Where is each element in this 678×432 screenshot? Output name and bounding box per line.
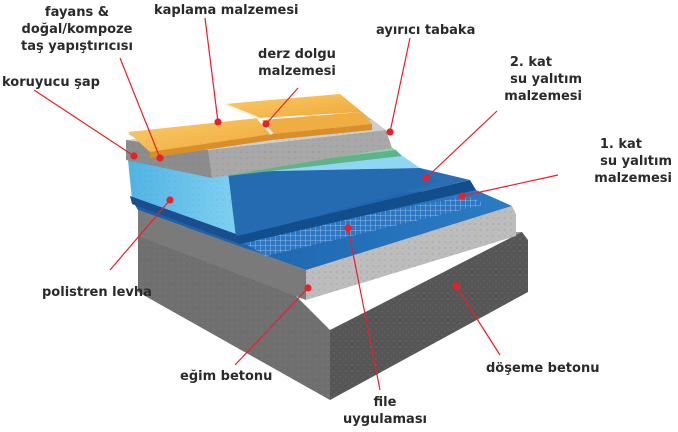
label-koruyucu: koruyucu şap	[2, 75, 100, 90]
label-kat1-line2: su yalıtım	[600, 154, 672, 169]
label-kat1-line3: malzemesi	[594, 171, 672, 186]
label-file-line2: uygulaması	[342, 412, 428, 427]
label-file: file uygulaması	[340, 394, 430, 428]
label-doseme: döşeme betonu	[486, 361, 600, 376]
label-fayans-line1: fayans &	[44, 5, 110, 20]
kat2-membrane	[228, 168, 470, 236]
label-fayans-line2: doğal/kompoze	[21, 22, 133, 37]
label-egim: eğim betonu	[180, 369, 273, 384]
label-derz-line1: derz dolgu	[258, 47, 336, 62]
label-polistren: polistren levha	[42, 285, 152, 300]
label-kat2-line3: malzemesi	[504, 89, 582, 104]
label-derz: derz dolgu malzemesi	[252, 46, 342, 80]
label-kat1-line1: 1. kat	[599, 137, 642, 152]
label-kat2-line1: 2. kat	[509, 55, 552, 70]
label-kat1: 1. kat su yalıtım malzemesi	[574, 136, 672, 187]
label-derz-line2: malzemesi	[258, 64, 336, 79]
egim-betonu-front	[138, 210, 306, 300]
label-kat2-line2: su yalıtım	[510, 72, 582, 87]
label-fayans: fayans & doğal/kompoze taş yapıştırıcısı	[14, 4, 140, 55]
kaplama-tile-2	[224, 94, 362, 118]
leader-lines	[33, 17, 559, 391]
label-fayans-line3: taş yapıştırıcısı	[21, 39, 133, 54]
kaplama-tile-3	[262, 112, 372, 134]
kaplama-tile-1	[128, 118, 272, 152]
label-kaplama: kaplama malzemesi	[154, 3, 299, 18]
label-kat2: 2. kat su yalıtım malzemesi	[484, 54, 582, 105]
label-ayirici: ayırıcı tabaka	[376, 23, 476, 38]
label-file-line1: file	[373, 395, 397, 410]
